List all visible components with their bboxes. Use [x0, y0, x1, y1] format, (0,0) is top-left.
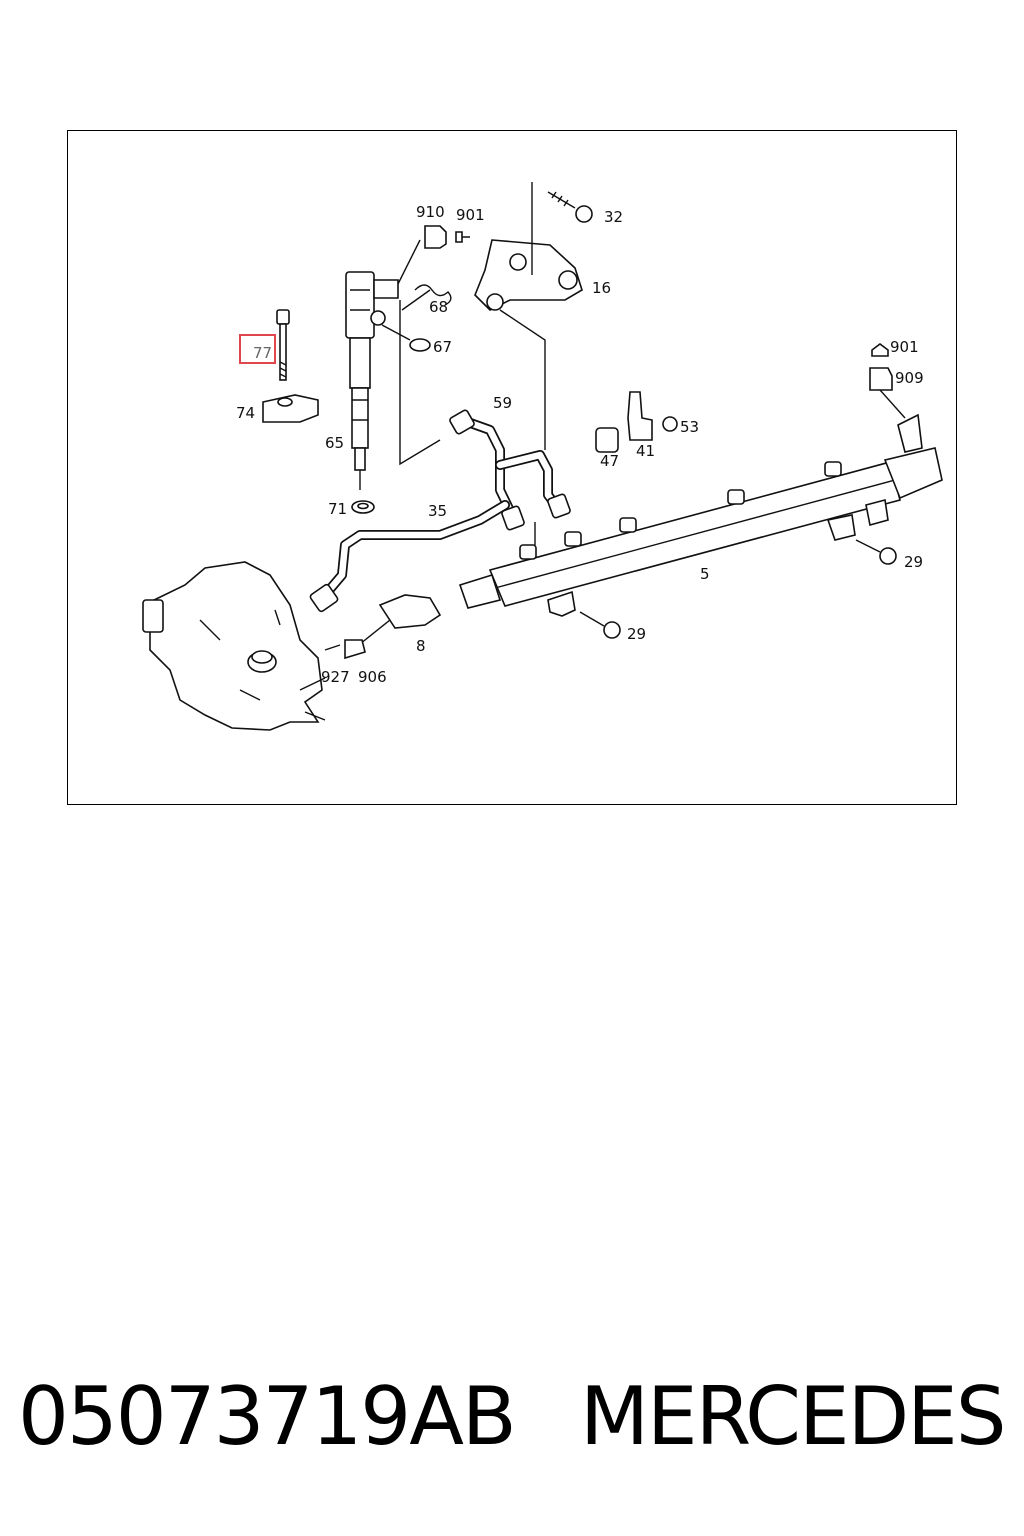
callout-29-lower: 29	[627, 625, 646, 643]
holder-41	[627, 391, 653, 441]
callout-901: 901	[456, 206, 485, 224]
bolt-29-lower	[579, 611, 621, 639]
callout-910: 910	[416, 203, 445, 221]
callout-41: 41	[636, 442, 655, 460]
sleeve-47	[595, 427, 619, 453]
bracket-16	[474, 239, 583, 311]
callout-909: 909	[895, 369, 924, 387]
caption: 05073719AB MERCEDES	[0, 1370, 1024, 1470]
highlight-box-77	[239, 334, 276, 364]
callout-35: 35	[428, 502, 447, 520]
clip-68	[414, 284, 452, 306]
callout-47: 47	[600, 452, 619, 470]
callout-68: 68	[429, 298, 448, 316]
bolt-29-right	[855, 539, 897, 565]
fuel-line-35	[309, 500, 510, 613]
callout-906: 906	[358, 668, 387, 686]
callout-5: 5	[700, 565, 710, 583]
callout-65: 65	[325, 434, 344, 452]
part-number: 05073719AB	[18, 1370, 517, 1463]
seal-ring-67	[409, 338, 431, 352]
callout-71: 71	[328, 500, 347, 518]
callout-8: 8	[416, 637, 426, 655]
callout-59: 59	[493, 394, 512, 412]
connector-909	[869, 343, 906, 419]
connector-910	[424, 225, 470, 249]
bolt-77	[276, 309, 290, 381]
high-pressure-pump	[142, 561, 326, 731]
callout-53: 53	[680, 418, 699, 436]
callout-32: 32	[604, 208, 623, 226]
fuel-rail-5	[458, 413, 943, 617]
fuel-injector	[345, 271, 399, 490]
clamp-74	[262, 394, 319, 423]
callout-927: 927	[321, 668, 350, 686]
callout-77: 77	[253, 344, 272, 362]
callout-901-right: 901	[890, 338, 919, 356]
fuel-line-59	[449, 409, 571, 531]
callout-74: 74	[236, 404, 255, 422]
bolt-32	[547, 191, 593, 223]
callout-67: 67	[433, 338, 452, 356]
callout-16: 16	[592, 279, 611, 297]
callout-29-right: 29	[904, 553, 923, 571]
brand-name: MERCEDES	[580, 1370, 1007, 1463]
nut-53	[662, 416, 678, 432]
pressure-sensor-8	[324, 594, 442, 660]
